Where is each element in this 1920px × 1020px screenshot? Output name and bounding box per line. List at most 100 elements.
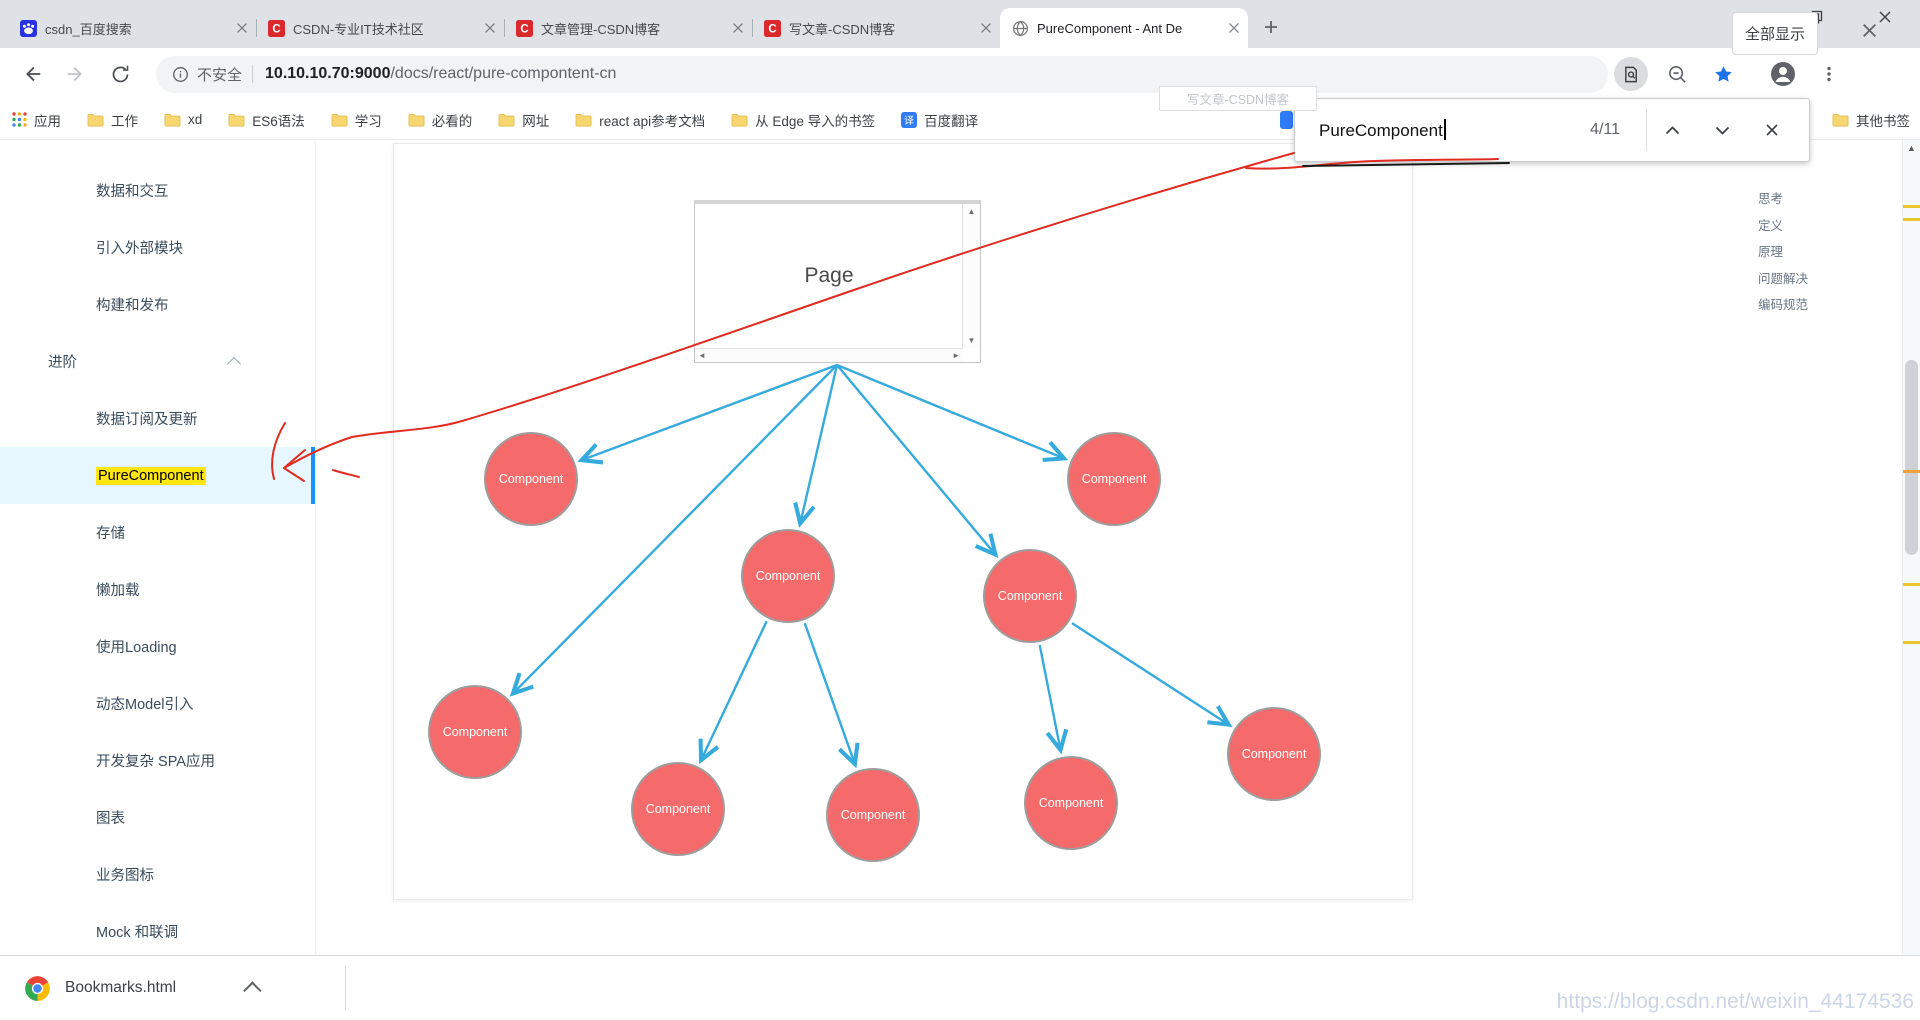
bookmark-star-icon[interactable] [1700,54,1746,94]
sidebar-item-懒加载[interactable]: 懒加载 [0,561,315,618]
sidebar-item-label: 使用Loading [96,640,177,656]
scrollbar-up-arrow[interactable]: ▲ [1907,143,1916,153]
close-window-button[interactable] [1850,0,1920,34]
browser-tab-3[interactable]: C 文章管理-CSDN博客 [504,8,753,48]
sidebar-item-数据订阅及更新[interactable]: 数据订阅及更新 [0,390,315,447]
bookmark-item-4[interactable]: ES6语法 [228,110,305,130]
tab-bar: csdn_百度搜索 C CSDN-专业IT技术社区 C 文章管理-CSDN博客 … [0,0,1920,48]
component-node-D: Component [983,549,1077,643]
tab-close-icon[interactable] [484,22,496,34]
diagram-edge-page-C [793,364,839,528]
sidebar-item-Mock-和联调[interactable]: Mock 和联调 [0,903,315,960]
sidebar-item-label: 数据和交互 [96,184,169,200]
toc-item-5[interactable]: 编码规范 [1758,298,1809,312]
sidebar-item-label: 进阶 [48,355,77,371]
url-path[interactable]: /docs/react/pure-compontent-cn [390,65,617,82]
security-label[interactable]: 不安全 [197,66,243,84]
sidebar-item-label: 图表 [96,811,125,827]
toc-item-2[interactable]: 定义 [1758,218,1784,233]
zoom-out-icon[interactable] [1654,54,1700,94]
profile-avatar[interactable] [1760,54,1806,94]
find-previous-button[interactable] [1647,110,1697,150]
new-tab-button[interactable] [1256,12,1286,42]
sidebar-item-构建和发布[interactable]: 构建和发布 [0,276,315,333]
tab-close-icon[interactable] [1228,22,1240,34]
text-cursor [1443,119,1446,140]
csdn-favicon: C [268,19,285,37]
browser-tab-4[interactable]: C 写文章-CSDN博客 [752,8,1001,48]
download-menu-chevron[interactable] [243,980,262,1000]
back-button[interactable] [10,54,54,94]
folder-icon [331,113,348,127]
sidebar-item-label: 懒加载 [96,583,140,599]
bookmark-item-2[interactable]: 工作 [87,110,138,130]
tab-close-icon[interactable] [236,22,248,34]
bookmark-label: xd [188,112,203,127]
site-info-icon[interactable] [172,66,189,83]
bookmark-label: 学习 [354,113,382,129]
find-bar-divider [1646,109,1647,151]
browser-tab-2[interactable]: C CSDN-专业IT技术社区 [256,8,505,48]
page-node-hscrollbar: ◄► [695,348,963,362]
browser-tab-5[interactable]: PureComponent - Ant De [1000,8,1248,48]
component-node-I: Component [1227,707,1321,801]
bookmark-item-3[interactable]: xd [164,112,202,127]
bookmark-item-8[interactable]: react api参考文档 [575,110,705,130]
sidebar-item-动态Model引入[interactable]: 动态Model引入 [0,675,315,732]
toc-item-3[interactable]: 原理 [1758,245,1784,259]
find-in-page-icon[interactable] [1608,54,1654,94]
find-next-button[interactable] [1697,110,1747,150]
find-match-marker-1 [1903,205,1920,208]
sidebar-item-开发复杂-SPA应用[interactable]: 开发复杂 SPA应用 [0,732,315,789]
folder-icon [498,113,515,127]
tab-close-icon[interactable] [980,22,992,34]
download-bar-close-icon[interactable] [1861,22,1878,39]
sidebar-item-label: 存储 [96,526,125,542]
svg-text:译: 译 [904,115,914,127]
url-host[interactable]: 10.10.10.70:9000 [265,65,391,82]
sidebar-item-业务图标[interactable]: 业务图标 [0,846,315,903]
bookmark-item-6[interactable]: 必看的 [408,110,472,130]
bookmark-label: 网址 [522,113,550,129]
bookmark-item-10[interactable]: 译 百度翻译 [901,110,978,130]
svg-text:C: C [520,23,528,35]
hidden-bookmark-icon[interactable] [1280,111,1293,129]
globe-favicon [1012,20,1029,37]
diagram-edge-D-I [1071,622,1233,728]
address-bar[interactable]: 不安全 10.10.10.70:9000 /docs/react/pure-co… [156,55,1608,93]
toc-item-4[interactable]: 问题解决 [1758,271,1809,286]
download-item[interactable]: Bookmarks.html [24,975,262,1002]
find-close-button[interactable] [1747,110,1797,150]
scrollbar-thumb[interactable] [1905,360,1918,555]
tab-list: csdn_百度搜索 C CSDN-专业IT技术社区 C 文章管理-CSDN博客 … [8,8,1248,48]
sidebar-item-存储[interactable]: 存储 [0,504,315,561]
bookmark-item-9[interactable]: 从 Edge 导入的书签 [731,110,875,130]
bookmark-item-7[interactable]: 网址 [498,110,549,130]
toc-item-1[interactable]: 思考 [1758,192,1784,206]
page-scrollbar[interactable]: ▲ [1902,140,1920,1020]
browser-tab-1[interactable]: csdn_百度搜索 [8,8,257,48]
sidebar-item-图表[interactable]: 图表 [0,789,315,846]
bookmark-item-5[interactable]: 学习 [331,110,382,130]
tab-title: PureComponent - Ant De [1037,20,1183,36]
sidebar-item-引入外部模块[interactable]: 引入外部模块 [0,219,315,276]
sidebar-item-数据和交互[interactable]: 数据和交互 [0,162,315,219]
sidebar-item-使用Loading[interactable]: 使用Loading [0,618,315,675]
find-match-marker-4 [1903,583,1920,586]
folder-icon [87,113,104,127]
sidebar-item-PureComponent[interactable]: PureComponent [0,447,315,504]
page-node: Page ▲▼ ◄► [694,200,981,363]
show-all-downloads-button[interactable]: 全部显示 [1732,12,1818,55]
other-bookmarks[interactable]: 其他书签 [1832,110,1910,130]
bookmark-item-1[interactable]: 应用 [12,110,61,130]
reload-button[interactable] [98,54,142,94]
diagram-edge-C-F [698,620,768,765]
component-node-A: Component [484,432,578,526]
menu-dots-icon[interactable] [1806,54,1852,94]
download-filename: Bookmarks.html [65,979,177,996]
find-input[interactable]: PureComponent [1319,119,1446,141]
tab-close-icon[interactable] [732,22,744,34]
forward-button[interactable] [54,54,98,94]
sidebar-item-进阶[interactable]: 进阶 [0,333,315,390]
find-match-marker-3 [1903,470,1920,473]
